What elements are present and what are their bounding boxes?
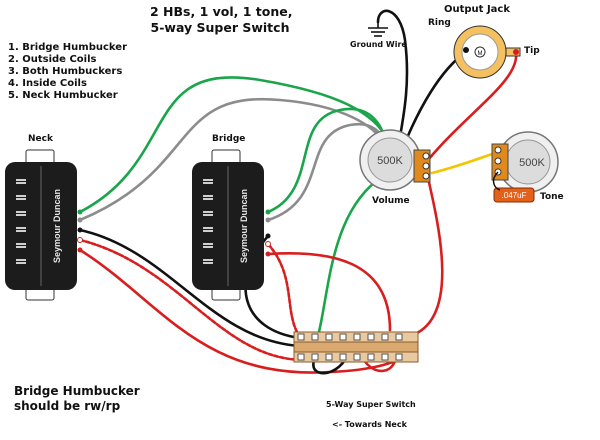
- switch-out-wire: [408, 176, 444, 338]
- tone-pot-value: 500K: [519, 157, 545, 169]
- diagram-title: 2 HBs, 1 vol, 1 tone, 5-way Super Switch: [150, 4, 293, 36]
- bridge-note: Bridge Humbucker should be rw/rp: [14, 384, 140, 414]
- tone-pot: 500K .047uF: [491, 131, 559, 203]
- bridge-white-wire: [266, 242, 308, 346]
- neck-green-wire: [78, 76, 394, 214]
- ground-wire-label: Ground Wire: [350, 40, 407, 49]
- neck-pickup: Seymour Duncan: [5, 149, 83, 301]
- jack-mark: M: [478, 51, 483, 57]
- tone-label: Tone: [540, 192, 564, 202]
- bridge-label: Bridge: [212, 134, 246, 144]
- bridge-note-line-2: should be rw/rp: [14, 399, 121, 413]
- position-5: 5. Neck Humbucker: [8, 90, 118, 101]
- bridge-note-line-1: Bridge Humbucker: [14, 384, 140, 398]
- position-2: 2. Outside Coils: [8, 54, 97, 65]
- neck-pole-pieces: [16, 179, 26, 264]
- volume-pot: 500K: [359, 129, 431, 191]
- capacitor: [493, 187, 535, 203]
- jack-ground-wire: [400, 50, 468, 152]
- ground-wire: [376, 9, 409, 150]
- volume-label: Volume: [372, 196, 410, 206]
- positions-list: 1. Bridge Humbucker 2. Outside Coils 3. …: [8, 42, 127, 102]
- neck-black-wire: [78, 228, 302, 348]
- neck-white-wire: [78, 238, 307, 362]
- bridge-pole-pieces: [203, 179, 213, 264]
- tip-label: Tip: [524, 46, 540, 56]
- title-line-1: 2 HBs, 1 vol, 1 tone,: [150, 4, 293, 19]
- super-switch: [293, 331, 419, 363]
- bridge-red-wire: [266, 251, 392, 332]
- capacitor-value: .047uF: [502, 191, 527, 200]
- bridge-pickup: Seymour Duncan: [192, 149, 271, 301]
- tip-wire: [426, 50, 518, 162]
- output-jack: M: [453, 25, 521, 79]
- output-jack-label: Output Jack: [444, 4, 510, 15]
- neck-brand: Seymour Duncan: [52, 189, 62, 263]
- position-1: 1. Bridge Humbucker: [8, 42, 128, 53]
- towards-neck-label: <- Towards Neck: [332, 420, 407, 429]
- switch-ground-wire: [316, 168, 396, 338]
- bridge-brand: Seymour Duncan: [239, 189, 249, 263]
- position-3: 3. Both Humbuckers: [8, 66, 123, 77]
- title-line-2: 5-way Super Switch: [150, 20, 290, 35]
- volume-pot-value: 500K: [377, 155, 403, 167]
- bridge-green-wire: [266, 107, 388, 214]
- ring-label: Ring: [428, 18, 451, 28]
- neck-red-wire: [78, 248, 412, 374]
- tone-wire: [430, 150, 500, 175]
- ground-symbol: [368, 22, 388, 37]
- neck-label: Neck: [28, 134, 53, 144]
- wires: [78, 9, 518, 375]
- switch-label: 5-Way Super Switch: [326, 400, 416, 409]
- position-4: 4. Inside Coils: [8, 78, 87, 89]
